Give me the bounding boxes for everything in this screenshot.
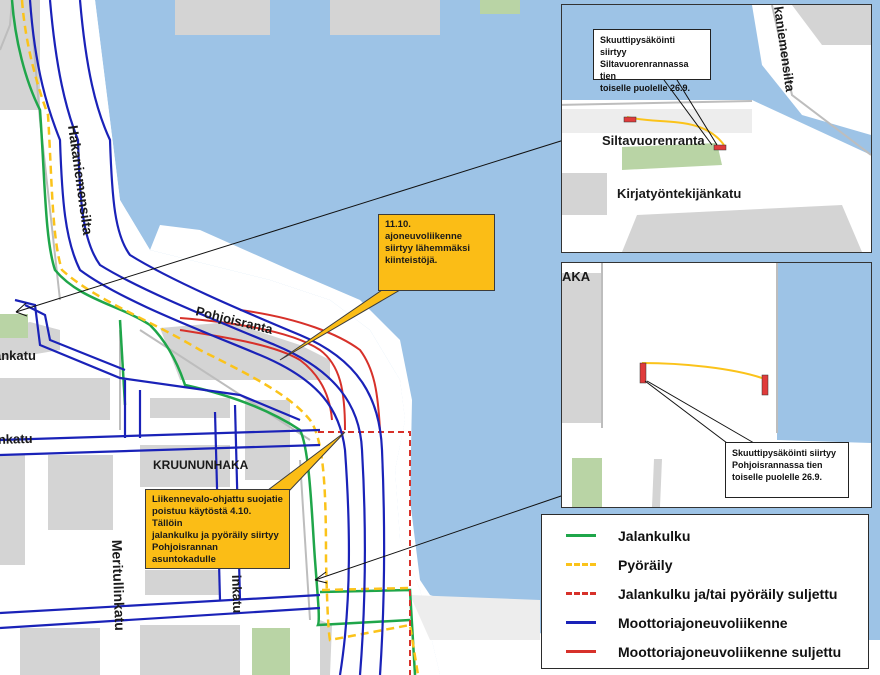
legend-swatch-ped-cycle-closed bbox=[566, 592, 596, 595]
block bbox=[0, 455, 25, 565]
callout-traffic-shift: 11.10. ajoneuvoliikenne siirtyy lähemmäk… bbox=[378, 214, 495, 291]
street-label-ankatu-mid: nkatu bbox=[0, 431, 33, 447]
park bbox=[252, 628, 290, 675]
street-label-meritullinkatu: Meritullinkatu bbox=[109, 540, 128, 632]
block bbox=[0, 378, 110, 420]
inset-label-kirjatyontekijankatu: Kirjatyöntekijänkatu bbox=[617, 186, 741, 201]
pier bbox=[410, 595, 540, 640]
legend-label-cycling: Pyöräily bbox=[618, 556, 673, 573]
legend-swatch-motor-traffic bbox=[566, 621, 596, 624]
block bbox=[320, 620, 332, 675]
block bbox=[150, 398, 230, 418]
block bbox=[140, 625, 240, 675]
district-label-kruununhaka: KRUUNUNHAKA bbox=[153, 458, 249, 472]
inset-label-siltavuorenranta: Siltavuorenranta bbox=[602, 133, 705, 148]
legend-swatch-pedestrian bbox=[566, 534, 596, 537]
inset-top-note: Skuuttipysäköinti siirtyy Siltavuorenran… bbox=[593, 29, 711, 93]
inset-pohjoisranta: AKA Skuuttipysäköinti siirtyy Pohjoisran… bbox=[561, 262, 872, 508]
legend-item-motor-closed: Moottoriajoneuvoliikenne suljettu bbox=[552, 637, 858, 666]
legend: Jalankulku Pyöräily Jalankulku ja/tai py… bbox=[541, 514, 869, 669]
park bbox=[0, 314, 28, 338]
inset-siltavuorenranta: Siltavuorenranta Kirjatyöntekijänkatu ka… bbox=[561, 4, 872, 253]
block bbox=[145, 570, 220, 595]
legend-item-motor-traffic: Moottoriajoneuvoliikenne bbox=[552, 608, 858, 637]
street-label-inkatu: inkatu bbox=[229, 575, 245, 614]
legend-item-ped-cycle-closed: Jalankulku ja/tai pyöräily suljettu bbox=[552, 579, 858, 608]
legend-label-motor-traffic: Moottoriajoneuvoliikenne bbox=[618, 614, 788, 631]
legend-label-ped-cycle-closed: Jalankulku ja/tai pyöräily suljettu bbox=[618, 585, 838, 602]
inset-label-aka: AKA bbox=[562, 269, 591, 284]
block bbox=[48, 455, 113, 530]
callout-crossing-removed: Liikennevalo-ohjattu suojatie poistuu kä… bbox=[145, 489, 290, 569]
park bbox=[480, 0, 520, 14]
legend-label-pedestrian: Jalankulku bbox=[618, 527, 691, 544]
inset-bottom-note: Skuuttipysäköinti siirtyy Pohjoisrannass… bbox=[725, 442, 849, 498]
block bbox=[20, 628, 100, 675]
legend-swatch-motor-closed bbox=[566, 650, 596, 653]
block bbox=[175, 0, 270, 35]
legend-label-motor-closed: Moottoriajoneuvoliikenne suljettu bbox=[618, 643, 842, 660]
legend-item-pedestrian: Jalankulku bbox=[552, 521, 858, 550]
legend-swatch-cycling bbox=[566, 563, 596, 566]
legend-item-cycling: Pyöräily bbox=[552, 550, 858, 579]
block bbox=[330, 0, 440, 35]
street-label-ankatu-top: ankatu bbox=[0, 348, 36, 363]
block bbox=[160, 322, 330, 380]
